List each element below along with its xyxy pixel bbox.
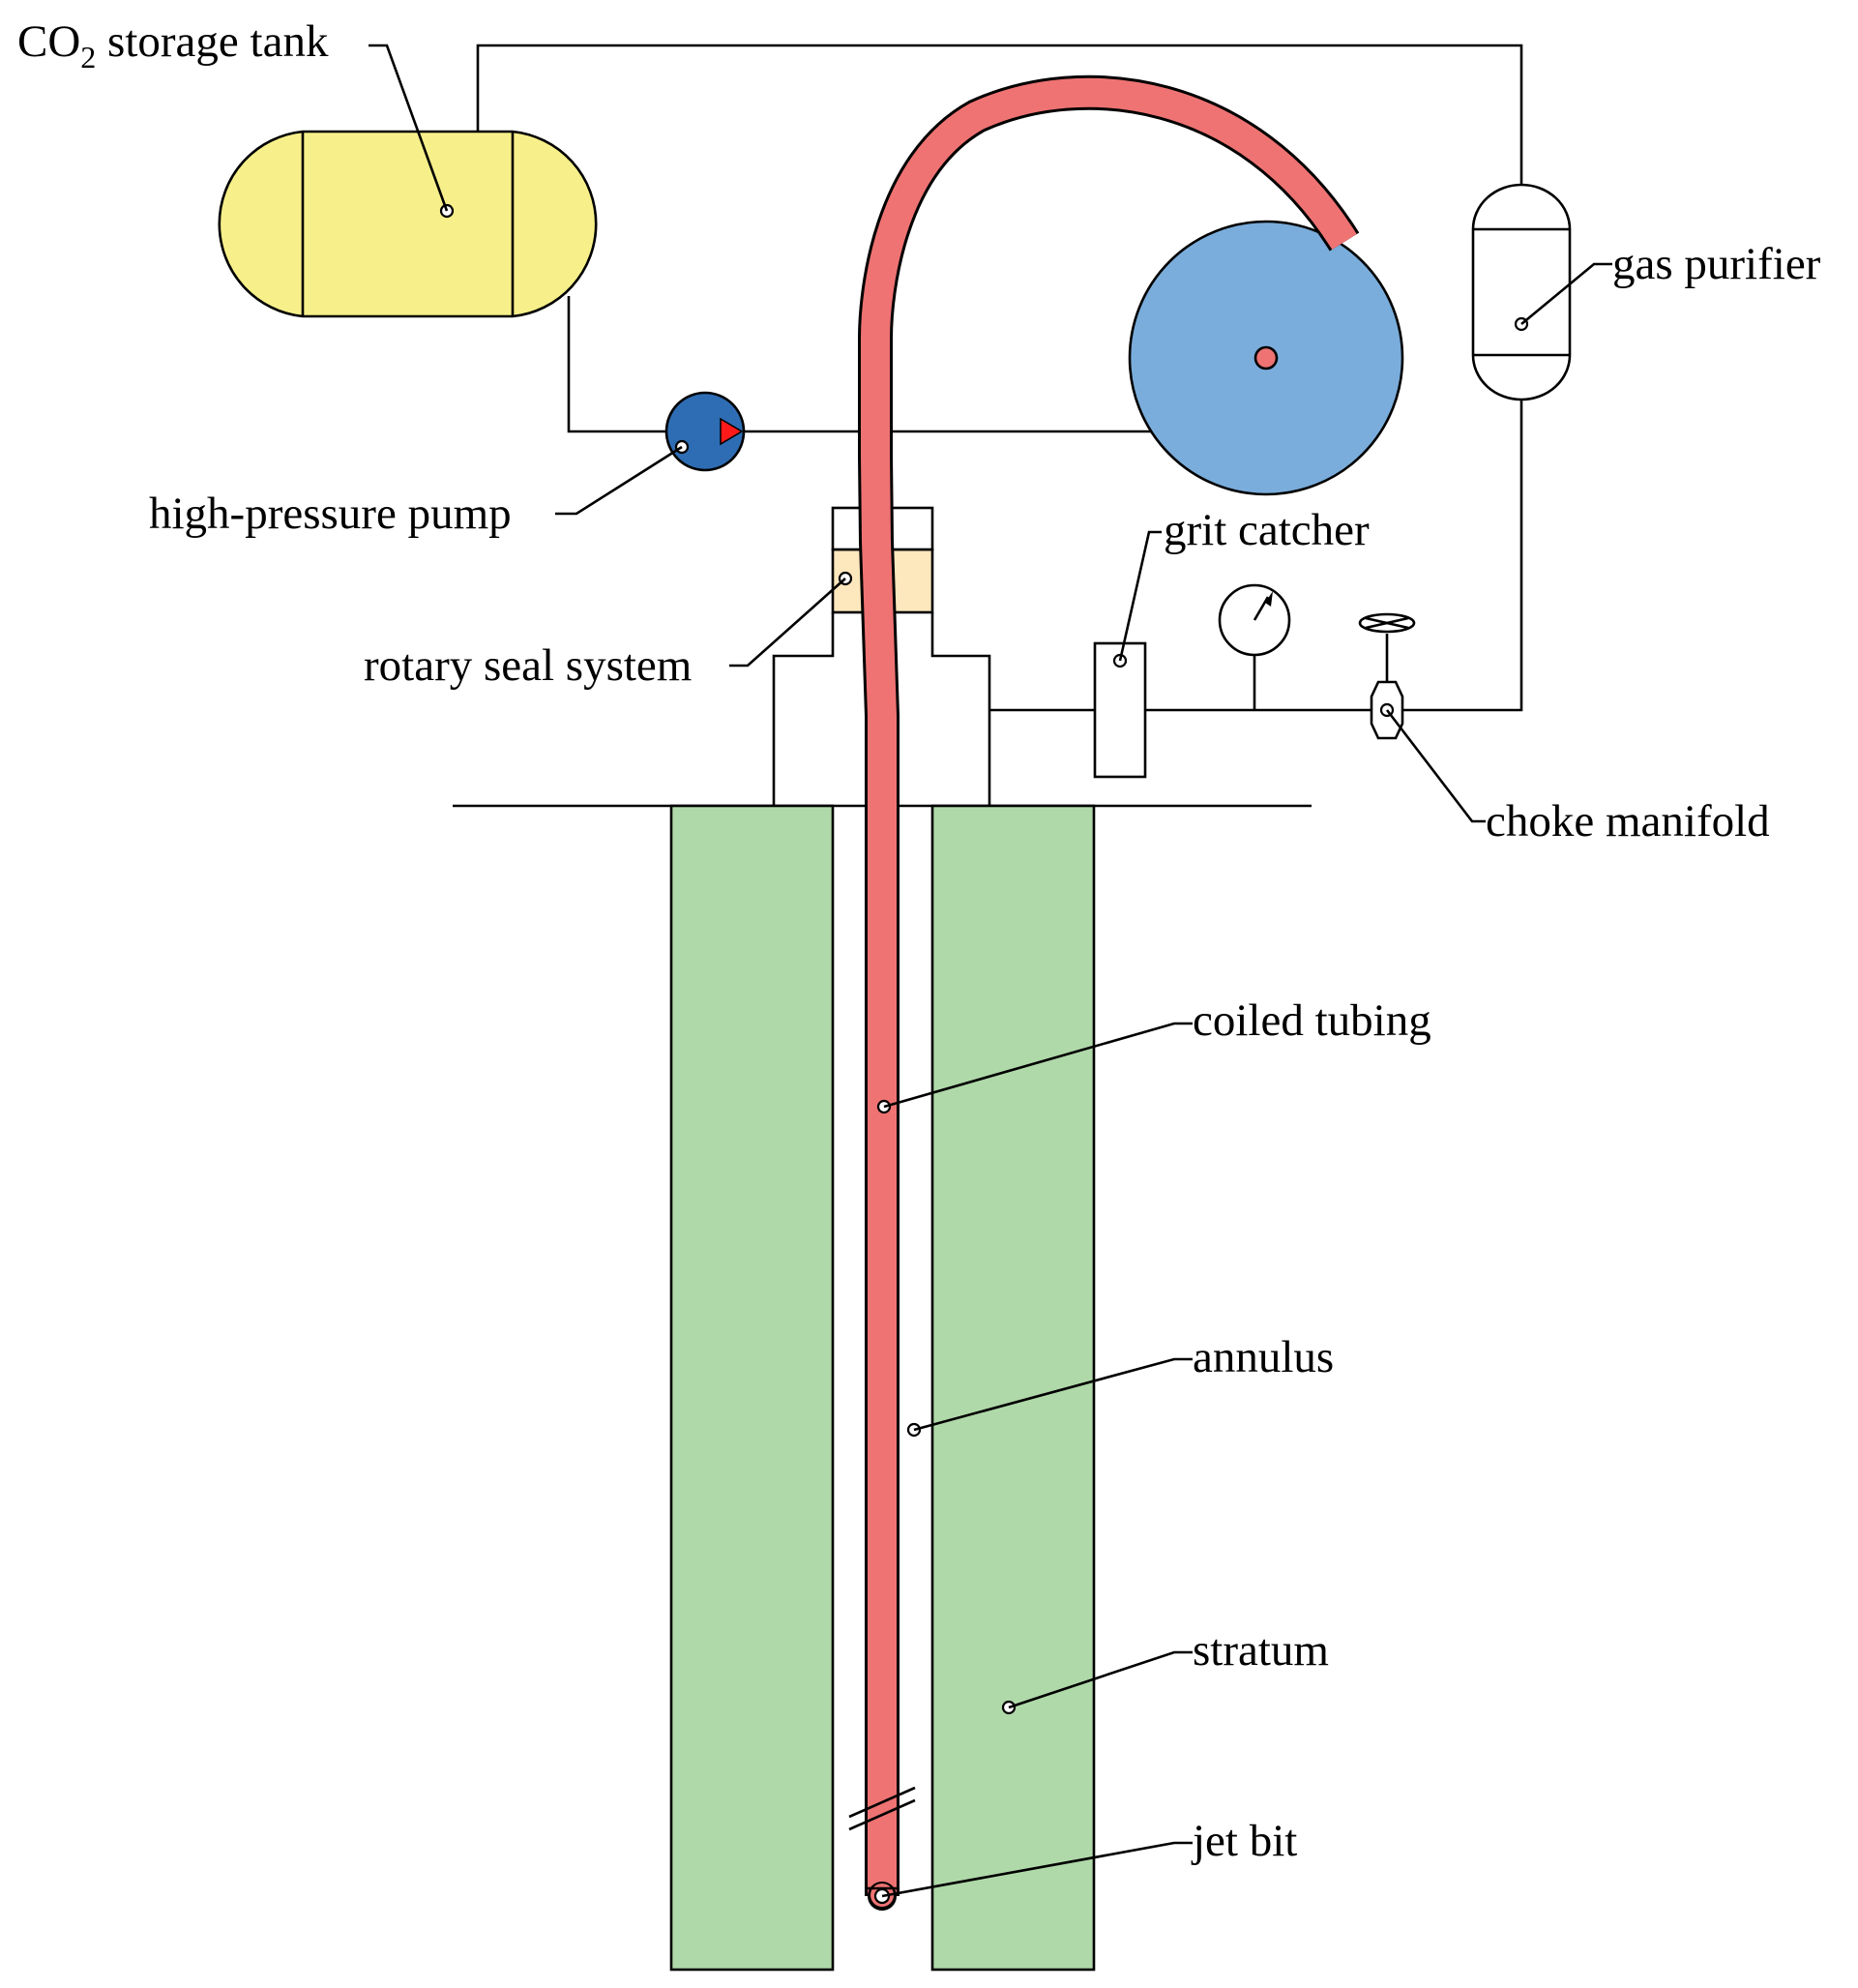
handwheel-spoke-2: [1365, 616, 1409, 630]
label-stratum: stratum: [1193, 1625, 1329, 1676]
leader-jet-bit: [881, 1841, 1193, 1898]
gas-purifier-vessel: [1471, 183, 1572, 401]
label-co2-storage-tank: CO2 storage tank: [17, 16, 329, 74]
label-grit-catcher: grit catcher: [1164, 505, 1370, 555]
label-rotary-seal-system: rotary seal system: [364, 640, 692, 691]
leader-stratum: [1008, 1650, 1193, 1709]
wellhead-housing: [772, 612, 991, 806]
stratum-left: [669, 804, 835, 1972]
gauge-needle-tip: [1265, 591, 1273, 607]
tubing-break-mark-1: [848, 1786, 916, 1819]
return-flow-line: [989, 392, 1523, 712]
label-co2-main: CO: [17, 16, 80, 67]
label-co2-subscript: 2: [80, 40, 96, 74]
gauge-needle: [1253, 596, 1270, 621]
leader-high-pressure-pump: [555, 445, 683, 516]
coiled-tubing: [861, 77, 1357, 1896]
tank-to-pump-line: [567, 296, 667, 433]
reel-hub: [1253, 345, 1279, 371]
co2-storage-tank: [218, 130, 598, 318]
purifier-to-tank-line: [476, 44, 1523, 185]
tubing-break-mark-2: [848, 1798, 916, 1831]
leader-choke-manifold: [1385, 709, 1486, 823]
label-gas-purifier: gas purifier: [1612, 239, 1821, 289]
label-co2-rest: storage tank: [96, 16, 329, 67]
leader-co2-tank: [369, 44, 449, 212]
label-annulus: annulus: [1193, 1332, 1334, 1382]
label-high-pressure-pump: high-pressure pump: [149, 489, 512, 539]
leader-coiled-tubing: [883, 1022, 1193, 1109]
label-coiled-tubing: coiled tubing: [1193, 995, 1431, 1046]
pump-direction-arrow: [720, 417, 744, 446]
leader-gas-purifier: [1520, 262, 1612, 326]
label-choke-manifold: choke manifold: [1486, 796, 1770, 846]
leader-grit-catcher: [1118, 530, 1162, 662]
leader-rotary-seal: [729, 578, 846, 668]
label-jet-bit: jet bit: [1191, 1816, 1297, 1866]
leader-annulus: [913, 1357, 1193, 1432]
